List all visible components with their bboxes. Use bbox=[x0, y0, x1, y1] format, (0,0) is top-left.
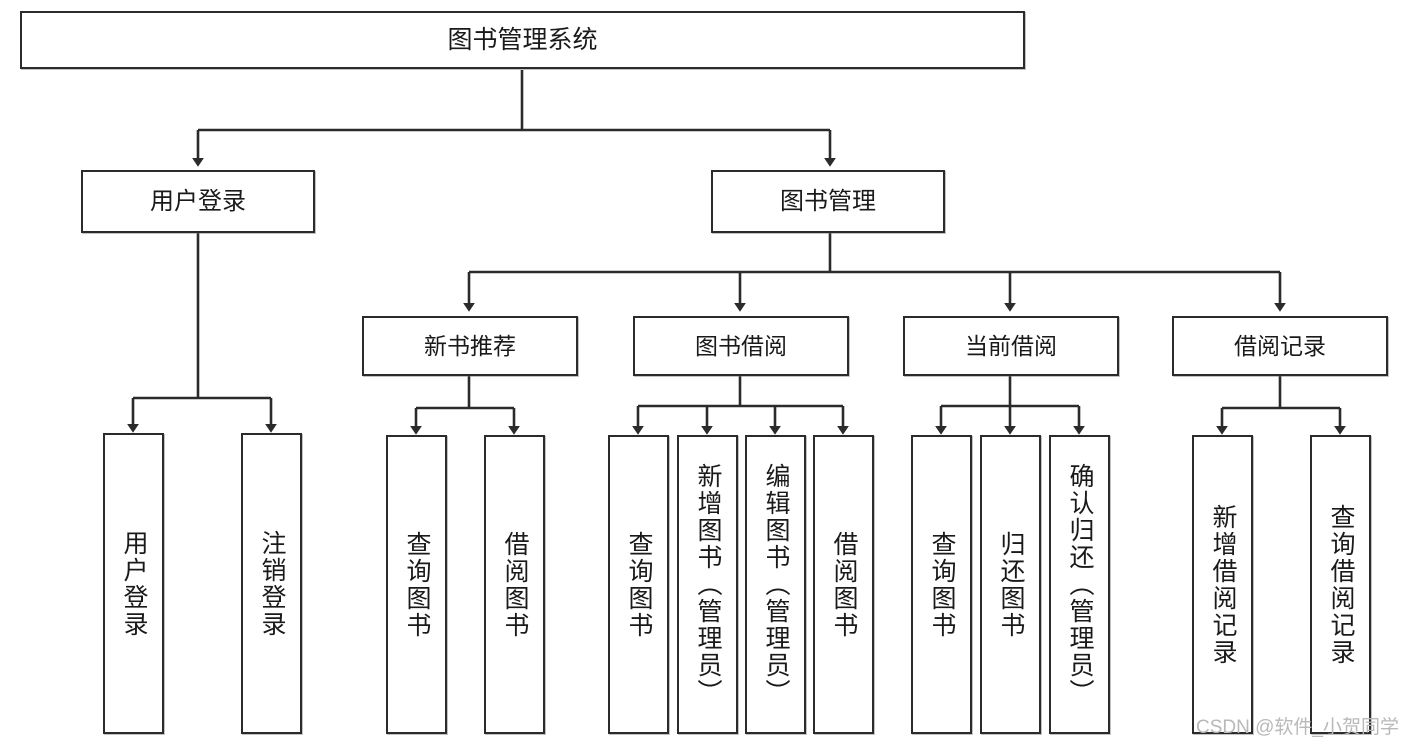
node-label: 当前借阅 bbox=[965, 332, 1057, 359]
node-label: 借阅图书 bbox=[830, 530, 858, 639]
watermark-text: CSDN @软件_小贺同学 bbox=[1196, 717, 1399, 738]
leaf-recommend-query-book[interactable]: 查询图书 bbox=[386, 435, 447, 734]
node-label: 查询图书 bbox=[928, 530, 956, 639]
leaf-borrow-add-book-admin[interactable]: 新增图书（管理员） bbox=[677, 435, 738, 734]
node-new-book-recommend[interactable]: 新书推荐 bbox=[362, 316, 578, 376]
node-label: 注销登录 bbox=[258, 529, 286, 638]
node-label: 图书管理 bbox=[780, 187, 876, 215]
node-label: 编辑图书（管理员） bbox=[762, 463, 790, 706]
leaf-user-logout[interactable]: 注销登录 bbox=[241, 433, 302, 734]
leaf-recommend-borrow-book[interactable]: 借阅图书 bbox=[484, 435, 545, 734]
node-borrow-record[interactable]: 借阅记录 bbox=[1172, 316, 1388, 376]
node-label: 查询图书 bbox=[403, 530, 431, 639]
leaf-user-login[interactable]: 用户登录 bbox=[103, 433, 164, 734]
node-label: 新增借阅记录 bbox=[1209, 503, 1237, 666]
leaf-record-query-record[interactable]: 查询借阅记录 bbox=[1310, 435, 1371, 734]
leaf-current-return-book[interactable]: 归还图书 bbox=[980, 435, 1041, 734]
node-current-borrow[interactable]: 当前借阅 bbox=[903, 316, 1119, 376]
leaf-current-confirm-return-admin[interactable]: 确认归还（管理员） bbox=[1049, 435, 1110, 734]
node-label: 图书管理系统 bbox=[447, 25, 598, 54]
leaf-record-add-record[interactable]: 新增借阅记录 bbox=[1192, 435, 1253, 734]
node-label: 归还图书 bbox=[997, 530, 1025, 639]
node-label: 新书推荐 bbox=[424, 332, 516, 359]
node-book-borrow[interactable]: 图书借阅 bbox=[633, 316, 849, 376]
node-label: 查询借阅记录 bbox=[1327, 503, 1355, 666]
node-label: 确认归还（管理员） bbox=[1066, 463, 1094, 706]
node-label: 用户登录 bbox=[120, 529, 148, 638]
node-label: 新增图书（管理员） bbox=[694, 463, 722, 706]
node-label: 借阅记录 bbox=[1234, 332, 1326, 359]
leaf-borrow-query-book[interactable]: 查询图书 bbox=[608, 435, 669, 734]
node-root-system[interactable]: 图书管理系统 bbox=[20, 11, 1025, 69]
node-label: 用户登录 bbox=[150, 187, 246, 215]
node-label: 图书借阅 bbox=[695, 332, 787, 359]
node-book-management[interactable]: 图书管理 bbox=[711, 170, 945, 233]
node-label: 查询图书 bbox=[625, 530, 653, 639]
leaf-borrow-edit-book-admin[interactable]: 编辑图书（管理员） bbox=[745, 435, 806, 734]
leaf-borrow-borrow-book[interactable]: 借阅图书 bbox=[813, 435, 874, 734]
node-label: 借阅图书 bbox=[501, 530, 529, 639]
leaf-current-query-book[interactable]: 查询图书 bbox=[911, 435, 972, 734]
node-user-login[interactable]: 用户登录 bbox=[81, 170, 315, 233]
